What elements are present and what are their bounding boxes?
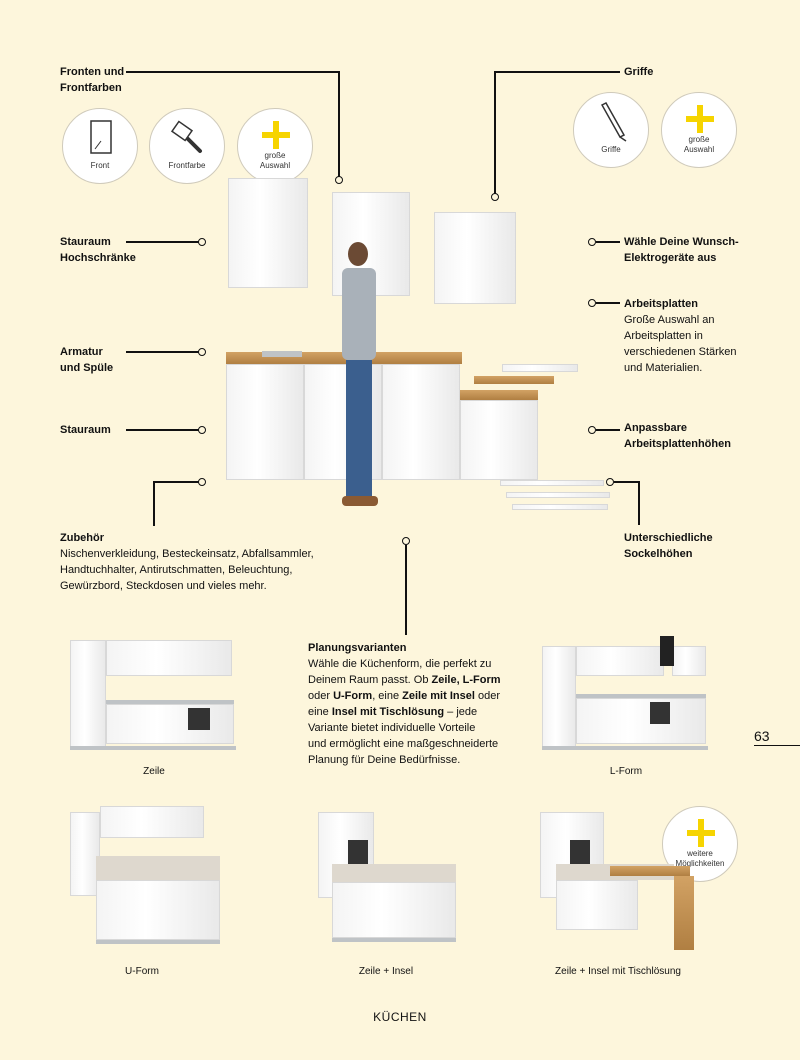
leader-line	[596, 241, 620, 243]
leader-line	[494, 71, 496, 195]
front-option-circle[interactable]: Front	[62, 108, 138, 184]
base-cabinet	[226, 364, 304, 480]
person	[342, 242, 392, 512]
paint-brush-icon	[170, 120, 202, 153]
leader-line	[338, 71, 340, 178]
leader-line	[126, 71, 340, 73]
handle-icon	[600, 102, 627, 142]
plan-caption: L-Form	[609, 766, 643, 777]
frontfarbe-option-circle[interactable]: Frontfarbe	[149, 108, 225, 184]
leader-dot	[588, 299, 596, 307]
base-cabinet	[460, 400, 538, 480]
plus-icon	[262, 121, 290, 149]
leader-line	[596, 429, 620, 431]
leader-line	[153, 481, 155, 526]
plan-zeile-image[interactable]	[70, 636, 236, 754]
leader-line	[405, 545, 407, 635]
plinth-sample	[512, 504, 608, 510]
wall-cabinet	[228, 178, 308, 288]
leader-dot	[402, 537, 410, 545]
worktop-sample	[474, 376, 554, 384]
label-stauraum: Stauraum	[60, 424, 111, 436]
sink	[262, 351, 302, 357]
circle-caption: weitere Möglichkeiten	[675, 849, 725, 868]
plan-zeile-insel-image[interactable]	[318, 806, 458, 948]
plinth-sample	[506, 492, 610, 498]
leader-dot	[491, 193, 499, 201]
planung-title: Planungsvarianten	[308, 642, 407, 654]
leader-line	[638, 481, 640, 525]
plan-caption: Zeile + Insel	[358, 966, 414, 977]
leader-dot	[198, 478, 206, 486]
leader-dot	[198, 348, 206, 356]
leader-dot	[588, 238, 596, 246]
plus-icon	[686, 105, 714, 133]
plan-caption: Zeile + Insel mit Tischlösung	[555, 966, 681, 977]
grosse-auswahl-circle[interactable]: große Auswahl	[237, 108, 313, 184]
label-stauraum-hochschraenke: Stauraum Hochschränke	[60, 236, 136, 264]
label-arbeitsplatten: Arbeitsplatten	[624, 298, 698, 310]
circle-caption: Frontfarbe	[168, 161, 206, 170]
plan-uform-image[interactable]	[70, 806, 220, 948]
label-griffe: Griffe	[624, 66, 654, 78]
leader-dot	[335, 176, 343, 184]
leader-dot	[198, 426, 206, 434]
footer-section-title: KÜCHEN	[373, 1010, 427, 1024]
leader-line	[494, 71, 620, 73]
circle-caption: Griffe	[601, 145, 621, 154]
label-anpassbare-hoehen: Anpassbare Arbeitsplattenhöhen	[624, 422, 731, 450]
leader-dot	[198, 238, 206, 246]
plan-caption: Zeile	[143, 766, 165, 777]
plinth-sample	[500, 480, 604, 486]
wall-cabinet	[434, 212, 516, 304]
grosse-auswahl-griffe-circle[interactable]: große Auswahl	[661, 92, 737, 168]
leader-line	[126, 429, 200, 431]
weitere-moeglichkeiten-circle[interactable]: weitere Möglichkeiten	[662, 806, 738, 882]
arbeitsplatten-text: Große Auswahl an Arbeitsplatten in versc…	[624, 314, 737, 374]
zubehoer-text: Nischenverkleidung, Besteckeinsatz, Abfa…	[60, 548, 314, 592]
leader-dot	[588, 426, 596, 434]
plus-icon	[687, 819, 715, 847]
circle-caption: Front	[90, 161, 110, 170]
plan-caption: U-Form	[125, 966, 159, 977]
worktop	[460, 390, 538, 400]
circle-caption: große Auswahl	[259, 151, 291, 170]
page-number-rule	[754, 745, 800, 746]
page-number: 63	[754, 728, 770, 744]
leader-line	[596, 302, 620, 304]
leader-line	[153, 481, 200, 483]
leader-line	[126, 351, 200, 353]
leader-line	[614, 481, 640, 483]
label-sockel: Unterschiedliche Sockelhöhen	[624, 532, 713, 560]
leader-dot	[606, 478, 614, 486]
leader-line	[126, 241, 200, 243]
kitchen-illustration	[222, 172, 612, 522]
base-cabinet	[382, 364, 460, 480]
plan-zeile-insel-tisch-image[interactable]	[540, 812, 694, 952]
label-zubehoer: Zubehör	[60, 532, 104, 544]
circle-caption: große Auswahl	[683, 135, 715, 154]
griffe-option-circle[interactable]: Griffe	[573, 92, 649, 168]
label-elektrogeraete: Wähle Deine Wunsch- Elektrogeräte aus	[624, 236, 739, 264]
planung-text: Wähle die Küchenform, die perfekt zu Dei…	[308, 658, 501, 766]
plan-lform-image[interactable]	[542, 636, 708, 754]
front-icon	[90, 120, 112, 154]
label-armatur: Armatur und Spüle	[60, 346, 114, 374]
worktop-sample	[502, 364, 578, 372]
label-fronten: Fronten und Frontfarben	[60, 66, 125, 94]
